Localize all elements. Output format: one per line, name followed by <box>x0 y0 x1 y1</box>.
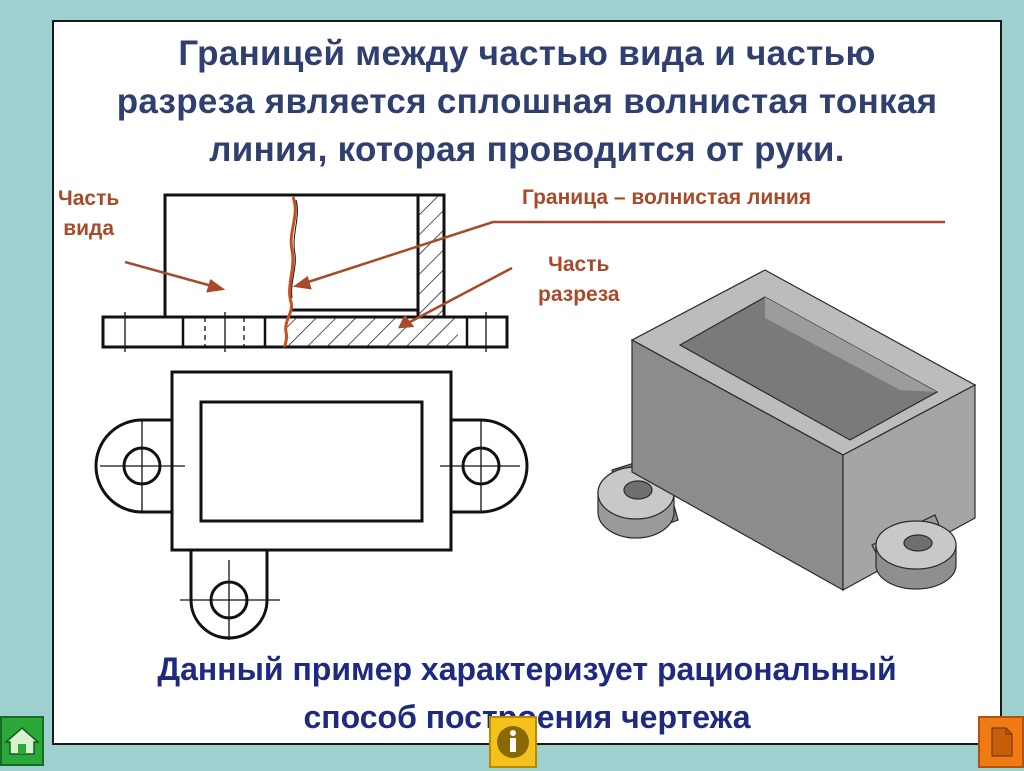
info-button[interactable] <box>489 716 537 768</box>
annotation-arrows <box>124 220 945 329</box>
iso-lug-left-hole <box>623 480 653 500</box>
lug-left-outline <box>181 315 267 349</box>
next-button[interactable] <box>978 716 1024 768</box>
home-button[interactable] <box>0 716 44 766</box>
label-boundary: Граница – волнистая линия <box>522 186 812 209</box>
heading-line-2: разреза является сплошная волнистая тонк… <box>116 82 938 121</box>
front-view-section <box>101 193 509 352</box>
heading-line-1: Границей между частью вида и частью <box>178 34 876 73</box>
heading-line-3: линия, которая проводится от руки. <box>209 130 845 169</box>
label-section-part-line-1: Часть <box>548 253 610 276</box>
lug-hole-lines <box>124 312 487 352</box>
wall-section-hatch <box>418 195 444 317</box>
info-icon <box>497 726 529 758</box>
label-view-part: Часть вида <box>58 184 119 244</box>
top-inner-rect <box>199 400 424 523</box>
iso-box-side <box>842 384 976 592</box>
label-section-part-line-2: разреза <box>538 283 620 306</box>
iso-lug-right-hole <box>903 534 933 552</box>
slide-heading: Границей между частью вида и частью разр… <box>52 30 1002 174</box>
label-view-part-line-2: вида <box>63 217 115 240</box>
document-icon <box>991 727 1013 757</box>
footer-line-1: Данный пример характеризует рациональный <box>157 651 897 687</box>
wavy-boundary-sketch <box>291 199 298 299</box>
wavy-boundary-line <box>283 196 297 349</box>
house-icon <box>4 727 40 755</box>
box-body-outline <box>163 193 446 317</box>
base-section-hatch <box>283 317 458 347</box>
slide-footer: Данный пример характеризует рациональный… <box>52 645 1002 741</box>
label-section-part: Часть разреза <box>538 250 620 310</box>
label-view-part-line-1: Часть <box>58 187 120 210</box>
top-view <box>94 370 529 640</box>
top-centerlines <box>100 420 520 640</box>
base-plate-outline <box>101 315 509 349</box>
isometric-model <box>597 269 977 592</box>
